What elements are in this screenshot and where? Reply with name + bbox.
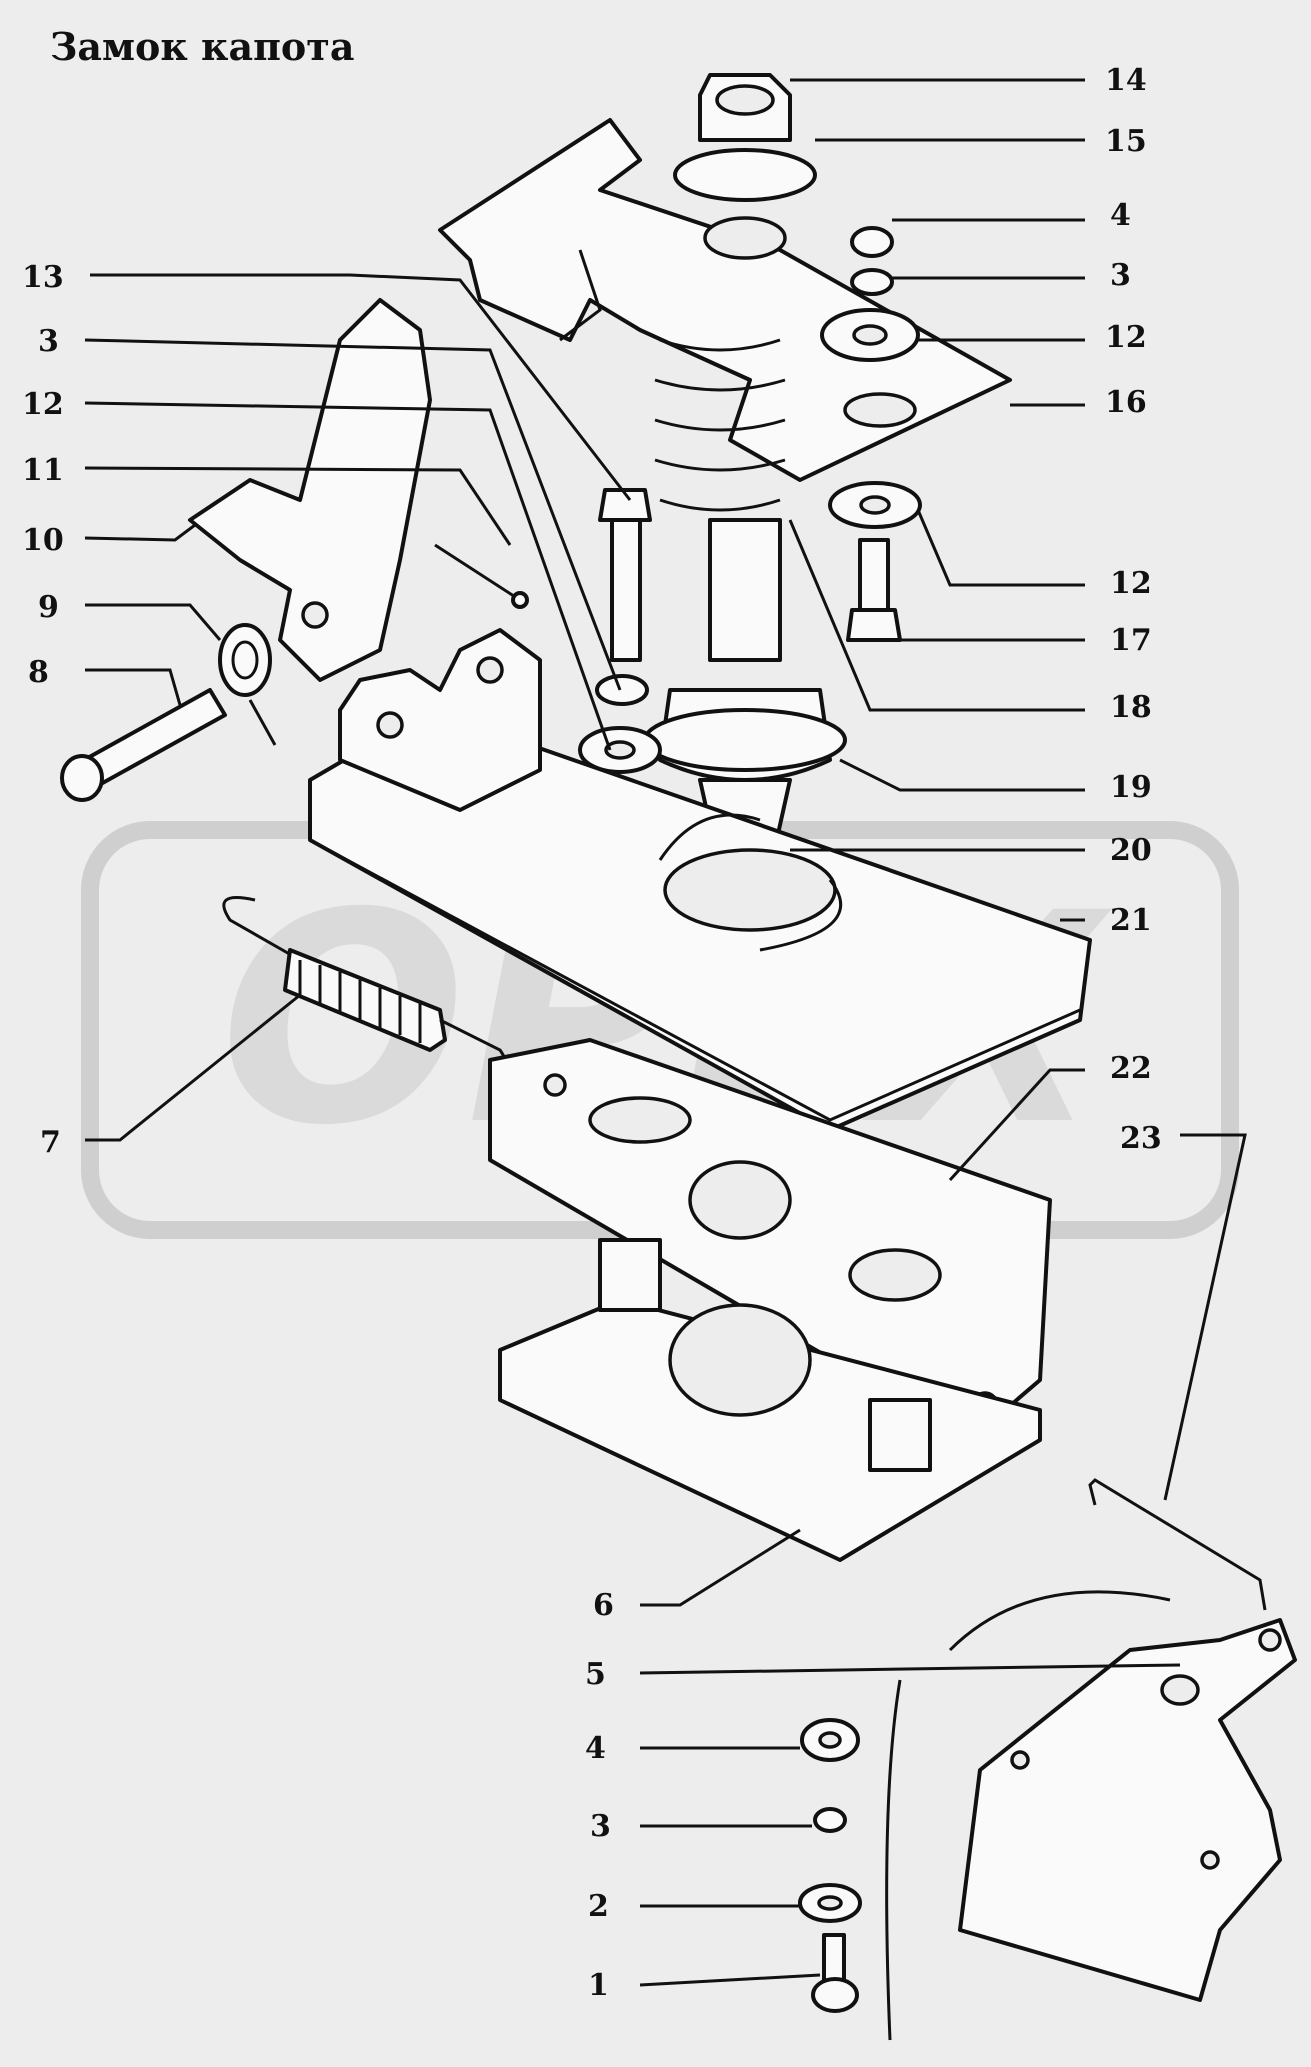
callout-7: 7 [40, 1125, 61, 1160]
callout-11: 11 [22, 453, 64, 488]
upper-bracket [438, 118, 1012, 482]
torsion-spring-9 [218, 623, 277, 746]
callout-13: 13 [22, 260, 64, 295]
callout-23: 23 [1120, 1121, 1162, 1156]
bolt-13 [598, 488, 652, 662]
callout-3-bottom: 3 [590, 1809, 611, 1844]
washer-15 [673, 148, 817, 260]
washer-12-right [828, 481, 922, 529]
callout-9: 9 [38, 590, 59, 625]
nut-4-bottom [800, 1718, 860, 1762]
rod-19 [643, 518, 847, 782]
tension-spring-7 [222, 896, 512, 1092]
channel-21 [308, 708, 1092, 1132]
lever-10 [188, 298, 432, 682]
pin-8 [60, 688, 227, 802]
lock-washer-3-mid [595, 674, 649, 706]
washer-12-mid [578, 726, 662, 774]
callout-3-top: 3 [1110, 258, 1131, 293]
diagram-title: Замок капота [50, 24, 355, 69]
leader-lines [84, 78, 1247, 1987]
callout-12-right: 12 [1110, 566, 1152, 601]
washer-12-top [820, 308, 920, 362]
callout-20: 20 [1110, 833, 1152, 868]
callout-2: 2 [588, 1889, 609, 1924]
callout-18: 18 [1110, 690, 1152, 725]
lock-washer-3-bottom [813, 1807, 847, 1833]
nut-14 [698, 73, 792, 142]
callout-12-top: 12 [1105, 320, 1147, 355]
washer-2 [798, 1883, 862, 1923]
cotter-pin-11 [434, 543, 529, 609]
callout-22: 22 [1110, 1051, 1152, 1086]
lock-washer-3-top [850, 268, 894, 296]
callout-6: 6 [593, 1588, 614, 1623]
callout-4-top: 4 [1110, 198, 1131, 233]
hook-23 [1088, 1478, 1267, 1611]
bracket-5 [885, 1590, 1297, 2041]
callout-5: 5 [585, 1657, 606, 1692]
callout-17: 17 [1110, 623, 1152, 658]
callout-16: 16 [1105, 385, 1147, 420]
callout-1: 1 [588, 1968, 609, 2003]
spring-18 [654, 338, 786, 512]
bolt-17 [846, 538, 902, 642]
plate-22 [488, 1038, 1052, 1442]
callout-19: 19 [1110, 770, 1152, 805]
screw-1 [811, 1933, 859, 2013]
nut-4-top [850, 226, 894, 258]
hinge-bracket [338, 628, 542, 812]
callout-4-bottom: 4 [585, 1731, 606, 1766]
callout-15: 15 [1105, 124, 1147, 159]
callout-12-left: 12 [22, 387, 64, 422]
callout-3-left: 3 [38, 324, 59, 359]
callout-21: 21 [1110, 903, 1152, 938]
callout-14: 14 [1105, 63, 1147, 98]
callout-8: 8 [28, 655, 49, 690]
callouts: 14 15 4 3 12 16 12 17 18 19 20 21 22 23 … [22, 63, 1162, 2003]
callout-10: 10 [22, 523, 64, 558]
base-6 [498, 1238, 1042, 1562]
